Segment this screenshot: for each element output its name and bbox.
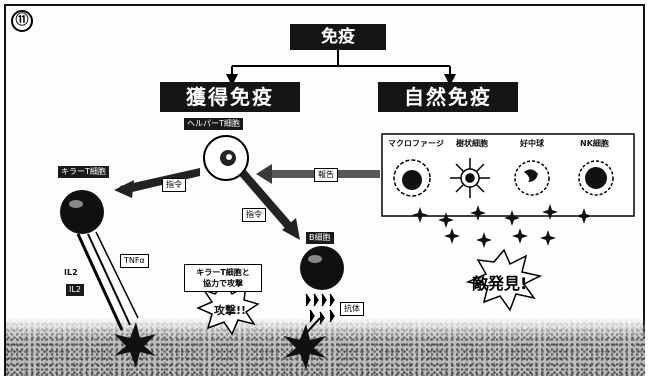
killer-line-2 <box>87 233 131 326</box>
killer-line-1 <box>76 233 124 331</box>
found-burst-text: 敵発見! <box>472 274 528 293</box>
figure-number: ⑪ <box>11 10 33 32</box>
found-burst-shape <box>465 248 543 312</box>
macrophage-label: マクロファージ <box>388 139 444 148</box>
helper-t-tag: ヘルパーT細胞 <box>184 118 243 130</box>
tnf-label: TNFα <box>120 254 149 268</box>
innate-immunity-header: 自然免疫 <box>378 82 518 112</box>
pathogens <box>114 204 592 370</box>
report-label: 報告 <box>314 168 338 182</box>
macrophage-cell <box>393 159 431 197</box>
killer-cell <box>60 190 104 234</box>
cooperation-box: キラーT細胞と 協力で攻撃 <box>184 264 262 292</box>
nk-label: NK細胞 <box>580 139 609 148</box>
acquired-immunity-header: 獲得免疫 <box>160 82 300 112</box>
attack-burst-text: 攻撃!! <box>214 304 247 317</box>
command-down-label: 指令 <box>242 208 266 222</box>
killer-line-3 <box>95 231 139 319</box>
il2-tag: IL2 <box>66 284 84 296</box>
command-left-label: 指令 <box>162 178 186 192</box>
ground-texture <box>6 318 645 376</box>
arrow-to-killer <box>120 168 200 194</box>
arrow-to-b-head <box>282 218 300 240</box>
dendritic-label: 樹状細胞 <box>456 139 488 148</box>
b-cell <box>300 246 344 290</box>
arrow-to-killer-head <box>114 180 134 198</box>
antibody-label: 抗体 <box>340 302 364 316</box>
antibodies <box>305 293 335 325</box>
pathogen-center <box>284 324 326 370</box>
pathogen-left <box>114 322 156 368</box>
arrow-to-b <box>238 168 296 234</box>
b-cell-tag: B細胞 <box>306 232 334 244</box>
immunity-header: 免疫 <box>290 24 386 50</box>
nk-cell <box>578 160 614 196</box>
arrow-report-head <box>256 164 272 184</box>
killer-t-tag: キラーT細胞 <box>58 166 109 178</box>
dendritic-cell <box>450 158 490 198</box>
il2-label: IL2 <box>64 268 78 277</box>
neutrophil-label: 好中球 <box>520 139 544 148</box>
neutrophil-cell <box>514 160 550 196</box>
